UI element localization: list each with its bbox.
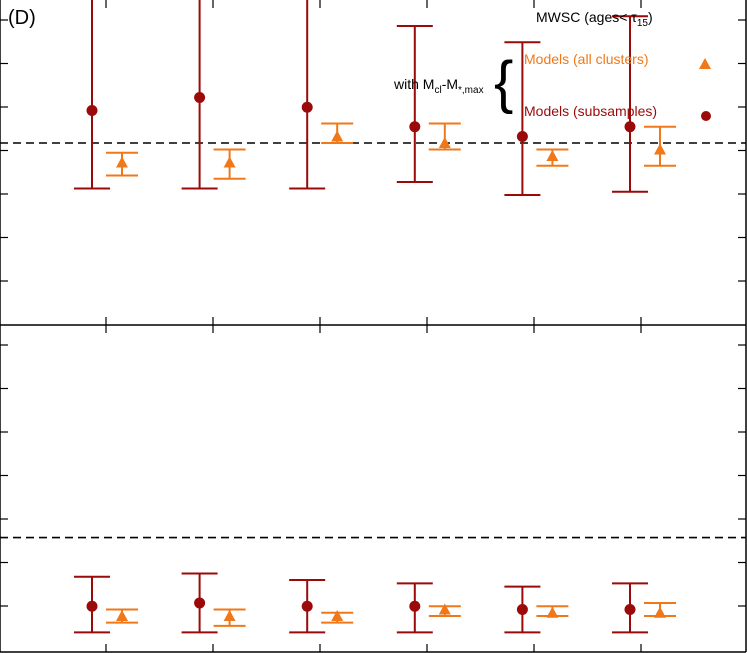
bottom-panel (0, 536, 746, 634)
data-point-all-clusters (654, 143, 666, 155)
top-panel (0, 0, 746, 196)
legend-bracket-text: with Mcl-M*,max (393, 76, 484, 96)
data-point-all-clusters (438, 603, 451, 615)
data-point-all-clusters (116, 156, 128, 168)
panel-label: (D) (8, 7, 36, 29)
data-point-all-clusters (116, 610, 128, 622)
data-point-subsamples (624, 121, 636, 133)
data-point-subsamples (409, 121, 421, 133)
data-point-all-clusters (331, 610, 344, 622)
legend-entry-subsamples-label: Models (subsamples) (524, 103, 657, 119)
data-point-all-clusters (438, 137, 451, 148)
data-point-subsamples (516, 131, 528, 142)
data-point-subsamples (516, 603, 528, 615)
legend-entry-all-clusters-label: Models (all clusters) (524, 51, 648, 67)
data-point-subsamples (194, 597, 206, 609)
data-point-all-clusters (546, 606, 559, 618)
legend-bracket-symbol: { (494, 50, 513, 115)
legend-title: MWSC (ages< τ15) (536, 9, 653, 29)
data-point-subsamples (86, 105, 98, 116)
data-point-subsamples (624, 603, 636, 615)
legend-circle-marker (701, 111, 711, 121)
data-point-subsamples (194, 92, 206, 103)
legend-triangle-marker (699, 58, 711, 69)
data-point-all-clusters (654, 606, 666, 618)
data-point-all-clusters (223, 156, 236, 168)
data-point-subsamples (301, 101, 313, 113)
data-point-all-clusters (546, 150, 559, 161)
data-point-subsamples (409, 600, 421, 612)
data-point-all-clusters (331, 130, 344, 142)
data-point-all-clusters (223, 610, 236, 622)
data-point-subsamples (86, 600, 98, 612)
legend: MWSC (ages< τ15) with Mcl-M*,max { Model… (393, 9, 711, 121)
data-point-subsamples (301, 600, 313, 612)
